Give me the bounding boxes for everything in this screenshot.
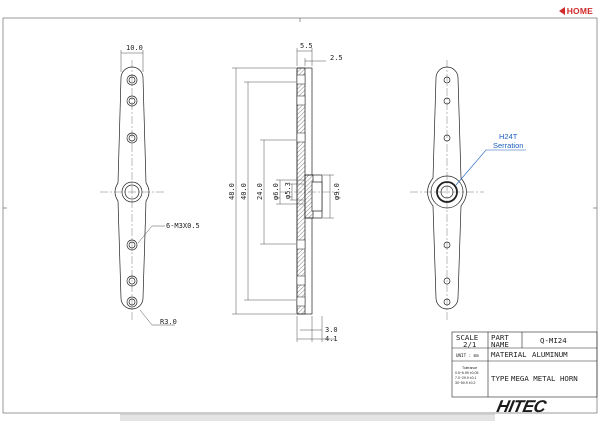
hole-bottom-2 [126, 275, 138, 287]
dim-bottom-a: 3.0 [325, 326, 338, 334]
home-label: HOME [566, 6, 593, 16]
section-view [232, 48, 340, 342]
tb-unit-label: UNIT : mm [456, 353, 479, 358]
callout-serration: Serration [493, 141, 523, 150]
hole-top-1 [126, 74, 138, 86]
home-link[interactable]: HOME [558, 6, 593, 16]
tb-part-label-2: NAME [491, 340, 509, 349]
dim-length-inner: 24.0 [256, 183, 264, 200]
tb-scale-label: SCALE [456, 333, 478, 342]
horizontal-scrollbar[interactable] [120, 414, 495, 421]
hitec-logo: HITEC [495, 397, 565, 416]
logo-text: HITEC [495, 397, 548, 416]
hole-bottom-1 [126, 239, 138, 251]
back-arrow-icon [558, 7, 565, 15]
callout-h24t: H24T [499, 132, 518, 141]
hole-top-3 [126, 132, 138, 144]
right-view [410, 60, 526, 320]
hub-right [430, 175, 464, 209]
dim-length-overall: 48.0 [228, 183, 236, 200]
hole-top-2 [126, 95, 138, 107]
dim-dia-b: φ5.3 [284, 182, 292, 199]
tb-type-label: TYPE [491, 374, 509, 383]
tb-tolerance-2: 7.0~29.9 ±0.1 [455, 376, 477, 380]
tb-type-value: MEGA METAL HORN [511, 374, 578, 383]
horn-outline-left [114, 66, 150, 310]
title-block [451, 331, 598, 398]
dim-dia-c: φ9.0 [333, 183, 341, 200]
dim-dia-a: φ6.0 [272, 183, 280, 200]
dim-length-mid: 40.0 [240, 183, 248, 200]
dim-top-a: 5.5 [300, 42, 313, 50]
hole-bottom-3 [126, 296, 138, 308]
tb-tolerance-3: 30~50.9 ±0.2 [455, 381, 476, 385]
tb-part-label-1: PART [491, 333, 509, 342]
tb-scale-value: 2/1 [463, 340, 476, 349]
dim-top-b: 2.5 [330, 54, 343, 62]
dim-radius: R3.0 [160, 318, 177, 326]
tb-tolerance-1: 0.5~6.99 ±0.05 [455, 371, 478, 375]
tb-tolerance-title: Tolerance [462, 366, 477, 370]
left-view [100, 50, 175, 326]
dim-bottom-b: 4.1 [325, 335, 338, 343]
tb-part-value: Q-MI24 [540, 336, 567, 345]
dim-width-top: 10.0 [126, 44, 143, 52]
horn-outline-right [427, 66, 467, 310]
tb-material-value: ALUMINUM [532, 350, 568, 359]
tb-material-label: MATERIAL [491, 350, 527, 359]
dim-hole-callout: 6-M3X0.5 [166, 222, 200, 230]
